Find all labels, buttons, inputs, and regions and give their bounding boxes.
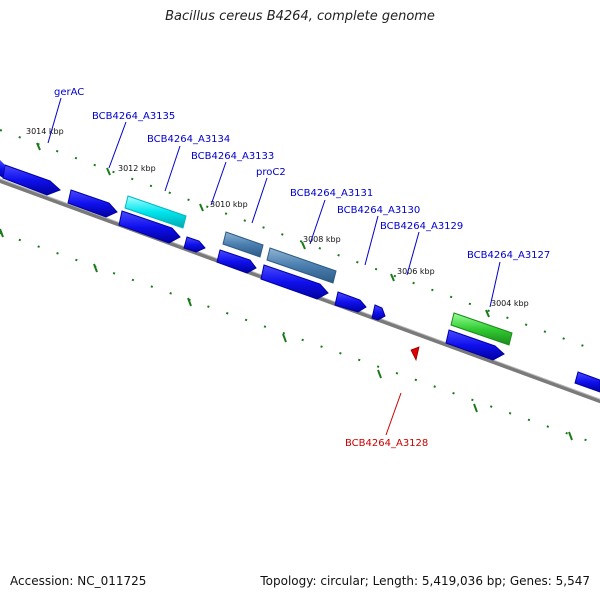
outer-major-ticks [36,142,490,318]
feature-gene-gerac[interactable] [0,160,61,196]
outer-tick-track [0,129,600,353]
feature-gene-a3135[interactable] [67,189,118,218]
gene-label-a3128[interactable]: BCB4264_A3128 [345,438,428,449]
tick-label: 3008 kbp [303,235,341,244]
tick-label: 3010 kbp [210,200,248,209]
gene-label-a3130[interactable]: BCB4264_A3130 [337,205,420,216]
feature-gene-a3134[interactable] [124,195,187,229]
feature-gene-a3130[interactable] [334,291,367,313]
gene-label-proc2[interactable]: proC2 [256,167,286,178]
gene-label-a3131[interactable]: BCB4264_A3131 [290,188,373,199]
gene-label-a3127[interactable]: BCB4264_A3127 [467,250,550,261]
summary-text: Topology: circular; Length: 5,419,036 bp… [260,574,590,588]
label-leader-red [385,392,402,436]
feature-gene-a3128[interactable] [410,346,420,362]
gene-label-a3134[interactable]: BCB4264_A3134 [147,134,230,145]
tick-label: 3014 kbp [26,127,64,136]
tick-label: 3004 kbp [491,299,529,308]
feature-gene-a3131-b[interactable] [260,264,329,300]
map-title: Bacillus cereus B4264, complete genome [165,9,435,24]
feature-gene-a3133[interactable] [222,231,264,258]
feature-gene-a3134-b[interactable] [118,210,181,244]
accession-text: Accession: NC_011725 [10,574,147,588]
feature-gene-edge[interactable] [574,371,600,393]
gene-label-gerac[interactable]: gerAC [54,87,84,98]
gene-label-a3133[interactable]: BCB4264_A3133 [191,151,274,162]
tick-label: 3006 kbp [397,267,435,276]
gene-label-a3129[interactable]: BCB4264_A3129 [380,221,463,232]
label-leaders [47,97,501,308]
gene-label-a3135[interactable]: BCB4264_A3135 [92,111,175,122]
feature-gene-a3127[interactable] [450,312,513,346]
feature-gene-proc2[interactable] [183,236,206,253]
feature-gene-a3129[interactable] [371,304,386,321]
feature-gene-a3133-b[interactable] [216,249,257,274]
tick-label: 3012 kbp [118,164,156,173]
feature-gene-a3131[interactable] [266,247,337,284]
feature-gene-a3127-b[interactable] [445,329,505,361]
inner-major-ticks [0,228,573,441]
